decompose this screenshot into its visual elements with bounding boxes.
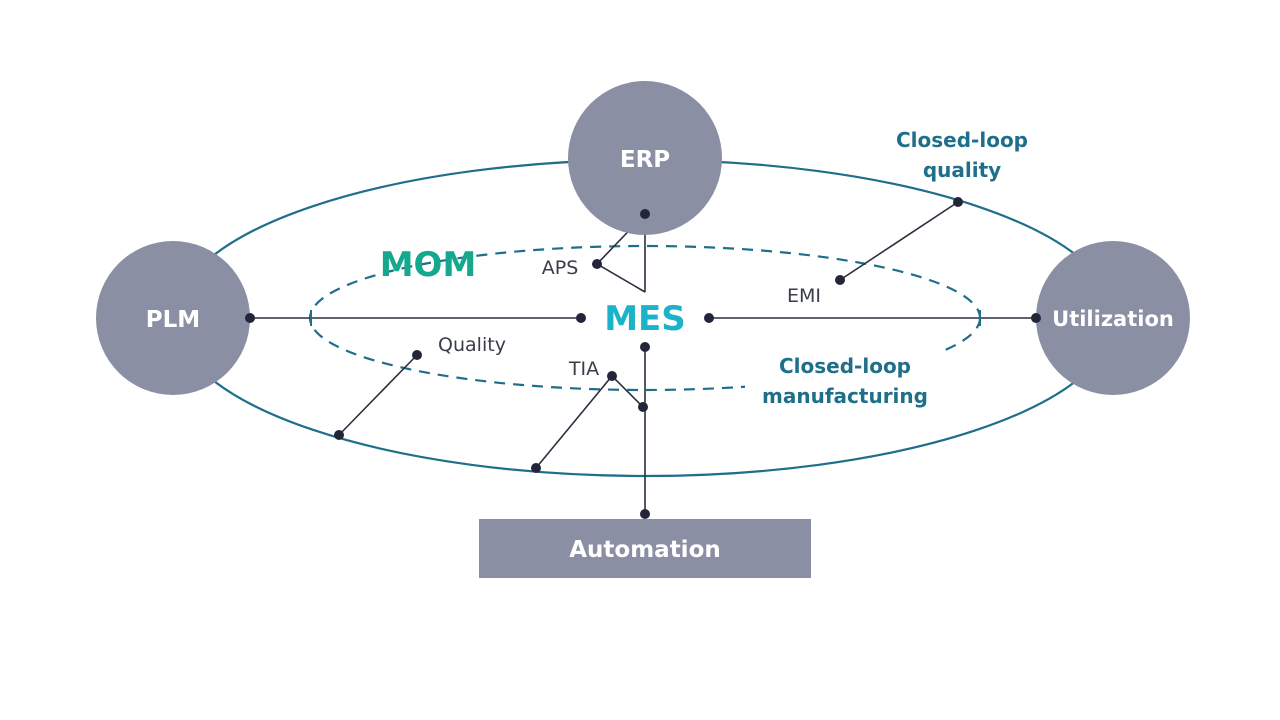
tia-label: TIA	[568, 358, 599, 380]
mes-label: MES	[604, 299, 686, 339]
dot-tia-outer	[531, 463, 541, 473]
dot-quality-outer	[334, 430, 344, 440]
dot-quality	[412, 350, 422, 360]
dot-emi	[835, 275, 845, 285]
dot-mes-right	[704, 313, 714, 323]
closed-loop-quality-label-line1: Closed-loop	[896, 128, 1028, 152]
closed-loop-manufacturing-label-line1: Closed-loop	[779, 354, 911, 378]
plm-node	[96, 241, 250, 395]
emi-label: EMI	[787, 285, 821, 307]
dot-aps	[592, 259, 602, 269]
utilization-node	[1036, 241, 1190, 395]
quality-label: Quality	[438, 334, 506, 356]
erp-node	[568, 81, 722, 235]
aps-label: APS	[542, 257, 579, 279]
dot-plm	[245, 313, 255, 323]
plm-label: PLM	[146, 307, 200, 333]
utilization-label: Utilization	[1052, 307, 1174, 331]
erp-label: ERP	[620, 147, 670, 173]
dot-closed-loop-quality	[953, 197, 963, 207]
dot-automation	[640, 509, 650, 519]
cl-manufacturing-mask	[745, 350, 945, 415]
closed-loop-quality-label-line2: quality	[923, 158, 1001, 182]
connector-dots	[245, 197, 1041, 519]
dot-mes-bottom	[640, 342, 650, 352]
quality-connector	[338, 354, 418, 436]
automation-label: Automation	[569, 537, 721, 563]
dot-utilization	[1031, 313, 1041, 323]
dot-mes-left	[576, 313, 586, 323]
dot-erp	[640, 209, 650, 219]
emi-connector	[839, 201, 959, 281]
mom-label: MOM	[380, 245, 477, 285]
automation-node	[479, 519, 811, 578]
dot-tia	[607, 371, 617, 381]
closed-loop-manufacturing-label-line2: manufacturing	[762, 384, 928, 408]
dot-tia-join	[638, 402, 648, 412]
